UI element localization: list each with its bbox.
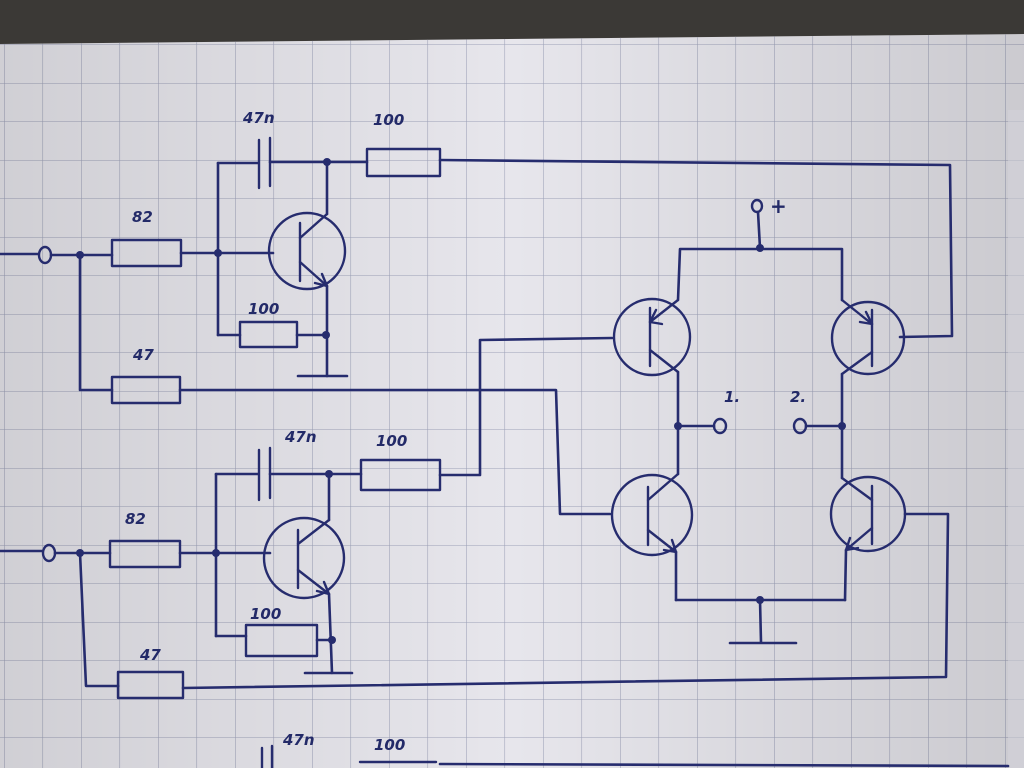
top-series-return-wire bbox=[438, 158, 954, 339]
q3-emitter bbox=[646, 528, 678, 554]
q3-transistor-body bbox=[610, 473, 694, 557]
bottom-transistor-collector bbox=[296, 518, 331, 546]
top-series-resistor bbox=[365, 147, 442, 178]
supply-lead bbox=[756, 210, 762, 250]
bottom-transistor-emitter bbox=[296, 568, 331, 596]
top-emitter-node bbox=[322, 331, 330, 339]
top-feedback-res-label: 47 bbox=[132, 346, 154, 364]
bottom-emitter-wire bbox=[327, 592, 334, 675]
q1-arrow-icon bbox=[648, 308, 664, 326]
q4-emitter bbox=[844, 526, 874, 552]
output-2-terminal bbox=[792, 417, 808, 435]
top-transistor-collector bbox=[298, 212, 329, 240]
output-1-terminal bbox=[712, 417, 728, 435]
bottom-feedback-to-q4-wire bbox=[181, 512, 950, 690]
cut-res-label: 100 bbox=[374, 736, 405, 754]
bottom-emitter-res-label: 100 bbox=[250, 605, 281, 623]
bottom-transistor-arrow-icon bbox=[315, 580, 331, 596]
bottom-transistor-body bbox=[262, 516, 346, 600]
q3-collector bbox=[646, 472, 680, 502]
top-feedback-wire bbox=[78, 253, 114, 392]
q2-arrow-icon bbox=[858, 310, 874, 326]
top-feedback-to-q3-wire bbox=[178, 388, 612, 516]
bottom-feedback-wire bbox=[78, 551, 120, 688]
q4-transistor-body bbox=[829, 475, 907, 553]
q1-transistor-body bbox=[612, 297, 692, 377]
top-transistor-body bbox=[267, 211, 347, 291]
bottom-emitter-node bbox=[328, 636, 336, 644]
q4-arrow-icon bbox=[844, 536, 860, 552]
top-series-res-label: 100 bbox=[373, 111, 404, 129]
bottom-stage bbox=[0, 336, 950, 700]
q4-ground-leg bbox=[843, 548, 848, 602]
supply-rail bbox=[676, 247, 844, 302]
cut-cap-label: 47n bbox=[282, 731, 315, 749]
q3-arrow-icon bbox=[662, 538, 678, 554]
top-cap-label: 47n bbox=[242, 109, 275, 127]
cut-wire bbox=[438, 762, 1010, 768]
bottom-cap-label: 47n bbox=[284, 428, 317, 446]
output-2-label: 2. bbox=[790, 388, 806, 406]
bottom-feedback-res-label: 47 bbox=[139, 646, 161, 664]
paper-shading bbox=[0, 34, 1024, 768]
top-stage bbox=[0, 136, 954, 516]
h-bridge bbox=[610, 198, 907, 645]
labels: 47n 100 82 100 47 47n 100 82 100 47 47n … bbox=[125, 109, 806, 754]
bottom-series-res-label: 100 bbox=[376, 432, 407, 450]
top-input-res-label: 82 bbox=[132, 208, 153, 226]
q2-transistor-body bbox=[830, 300, 906, 376]
top-transistor-emitter bbox=[298, 260, 329, 288]
bottom-series-to-q1-wire bbox=[438, 336, 614, 477]
supply-plus-label: + bbox=[770, 194, 787, 218]
q4-collector bbox=[840, 476, 874, 502]
paper-edge bbox=[1008, 110, 1024, 768]
ground-lead bbox=[758, 598, 763, 644]
top-emitter-res-label: 100 bbox=[248, 300, 279, 318]
q2-emitter bbox=[840, 298, 874, 326]
q1-emitter bbox=[648, 298, 680, 324]
cut-off-stage bbox=[260, 744, 1010, 768]
bottom-feedback-resistor bbox=[116, 670, 185, 700]
top-transistor-arrow-icon bbox=[313, 272, 329, 288]
q1-collector bbox=[648, 348, 680, 374]
bottom-input-res-label: 82 bbox=[125, 510, 146, 528]
output-1-label: 1. bbox=[724, 388, 740, 406]
q2-collector bbox=[840, 350, 874, 376]
